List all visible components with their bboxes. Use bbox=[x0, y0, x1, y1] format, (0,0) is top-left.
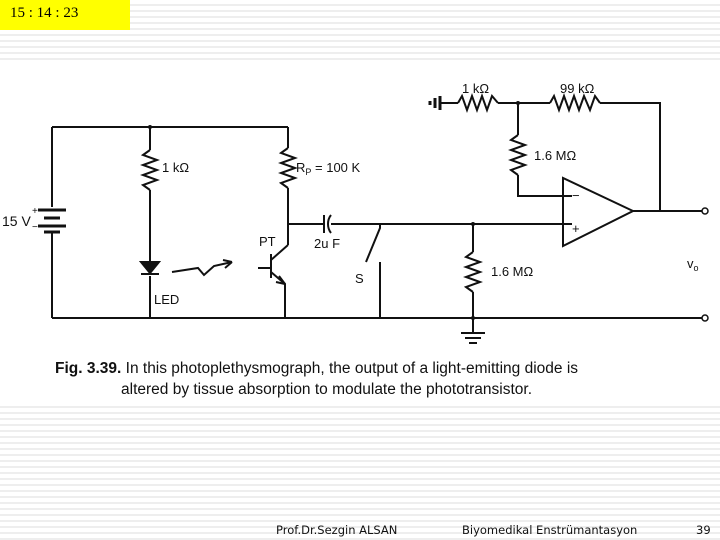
phototransistor bbox=[270, 244, 289, 318]
figure-area bbox=[0, 60, 720, 405]
supply-label: 15 V bbox=[2, 213, 31, 229]
rbias-label: 1.6 MΩ bbox=[534, 148, 577, 163]
supply-plus: + bbox=[32, 206, 38, 217]
ground-symbol bbox=[461, 332, 485, 344]
photo-arrow bbox=[171, 261, 233, 277]
footer-page-number: 39 bbox=[696, 523, 711, 537]
led-label: LED bbox=[154, 292, 179, 307]
rp-label: RP = 100 K bbox=[296, 160, 361, 177]
rf-label: 99 kΩ bbox=[560, 81, 595, 96]
resistor-99k bbox=[549, 93, 601, 113]
opamp-plus-label: + bbox=[572, 221, 580, 236]
switch-label: S bbox=[355, 271, 364, 286]
supply-minus: − bbox=[32, 222, 38, 233]
pt-label: PT bbox=[259, 234, 276, 249]
resistor-1k-in bbox=[457, 93, 499, 113]
opamp-minus-label: − bbox=[572, 188, 580, 203]
capacitor bbox=[323, 214, 332, 234]
led-symbol bbox=[138, 261, 162, 275]
footer-course: Biyomedikal Enstrümantasyon bbox=[462, 523, 638, 537]
opamp-triangle bbox=[562, 176, 636, 248]
resistor-rp bbox=[278, 147, 298, 189]
output-label: vo bbox=[687, 256, 699, 273]
cap-label: 2u F bbox=[314, 236, 340, 251]
caption-fig-number: Fig. 3.39. bbox=[55, 360, 122, 377]
clock: 15 : 14 : 23 bbox=[0, 0, 130, 30]
output-terminal-top bbox=[701, 207, 709, 215]
battery-symbol bbox=[38, 208, 66, 234]
r-gnd-label: 1.6 MΩ bbox=[491, 264, 534, 279]
wire-feedback-top bbox=[440, 102, 661, 210]
resistor-1k bbox=[140, 149, 160, 191]
r1-label: 1 kΩ bbox=[162, 160, 189, 175]
wire-bias bbox=[517, 103, 572, 197]
resistor-1-6m-gnd bbox=[463, 251, 483, 293]
output-terminal-bottom bbox=[701, 314, 709, 322]
footer-author: Prof.Dr.Sezgin ALSAN bbox=[276, 523, 398, 537]
caption-line-1: In this photoplethysmograph, the output … bbox=[121, 360, 579, 377]
figure-caption: Fig. 3.39. In this photoplethysmograph, … bbox=[55, 358, 675, 400]
ground-left bbox=[428, 96, 442, 110]
resistor-1-6m-bias bbox=[508, 134, 528, 176]
rin-label: 1 kΩ bbox=[462, 81, 489, 96]
caption-line-2: altered by tissue absorption to modulate… bbox=[121, 381, 532, 398]
switch-s bbox=[365, 224, 381, 318]
